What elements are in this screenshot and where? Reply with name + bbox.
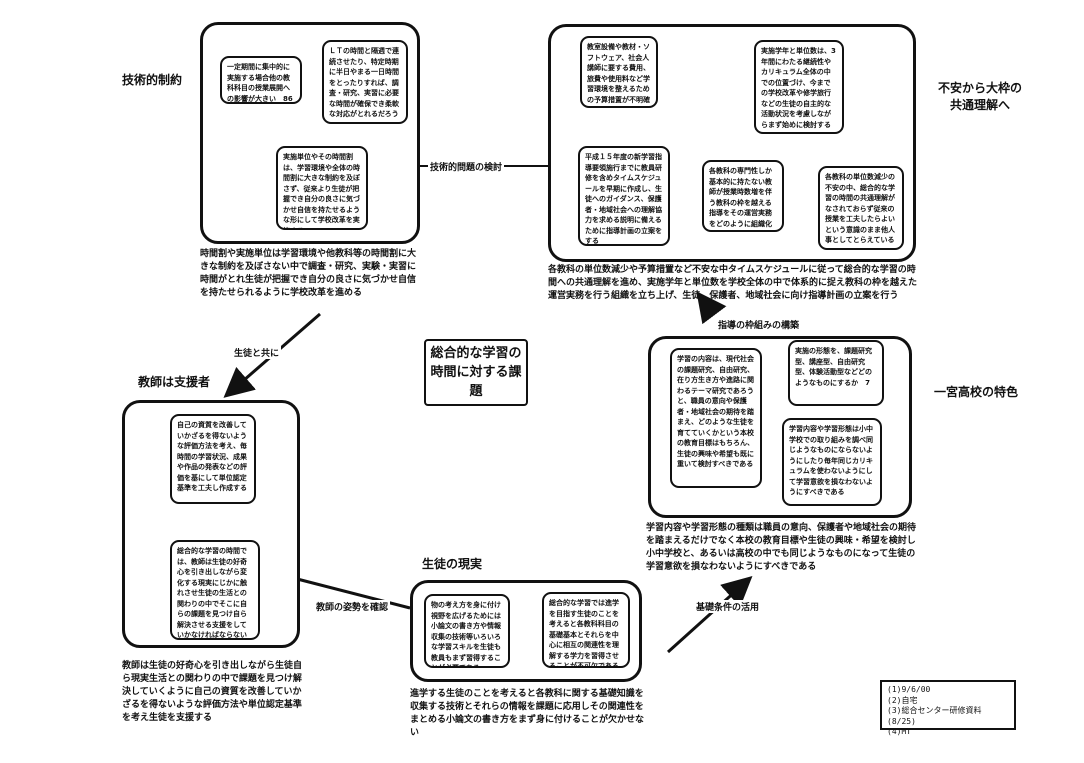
bc-note: 進学する生徒のことを考えると各教科に関する基礎知識を収集する技術とそれらの情報を… bbox=[410, 689, 645, 738]
bc-box-2: 総合的な学習では進学を目指す生徒のことを考えると各教科科目の基礎基本とそれらを中… bbox=[542, 592, 630, 668]
label-shido-kochiku: 指導の枠組みの構築 bbox=[716, 318, 802, 331]
tr-box-4: 各教科の専門性しか基本的に持たない教師が授業時数増を伴う教科の枠を越える指導をそ… bbox=[702, 160, 784, 232]
tl-box-3: 実施単位やその時間割は、学習環境や全体の時間割に大きな制約を及ぼさず、従来より生… bbox=[276, 146, 368, 230]
tr-box-3: 平成１５年度の新学習指導要領施行までに教員研修を含めタイムスケジュールを早期に作… bbox=[578, 146, 670, 246]
heading-shiensha: 教師は支援者 bbox=[137, 375, 210, 389]
ml-box-1: 自己の資質を改善していかざるを得ないような評価方法を考え、毎時間の学習状況、成果… bbox=[170, 414, 256, 504]
label-gijutsu-kento: 技術的問題の検討 bbox=[428, 160, 505, 173]
tl-box-2: ＬＴの時間と隔週で連続させたり、特定時期に半日やまる一日時間をとったりすれば、調… bbox=[322, 40, 408, 124]
heading-gijutsu: 技術的制約 bbox=[121, 73, 182, 87]
tr-box-1: 教室設備や教材・ソフトウェア、社会人講師に要する費用、旅費や使用料など学習環境を… bbox=[580, 36, 658, 108]
mr-note: 学習内容や学習形態の種類は職員の意向、保護者や地域社会の期待を踏まえるだけでなく… bbox=[646, 523, 917, 572]
mr-box-2: 実施の形態を、課題研究型、講座型、自由研究型、体験活動型などどのようなものにする… bbox=[788, 340, 884, 406]
tr-note: 各教科の単位数減少や予算措置など不安な中タイムスケジュールに従って総合的な学習の… bbox=[548, 265, 918, 301]
label-seito-tomoni: 生徒と共に bbox=[232, 346, 282, 359]
bc-box-1: 物の考え方を身に付け視野を広げるためには小論文の書き方や情報収集の技術等いろいろ… bbox=[424, 594, 510, 668]
heading-ichinomiya: 一宮高校の特色 bbox=[933, 385, 1018, 399]
mr-box-3: 学習内容や学習形態は小中学校での取り組みを調べ同じようなものにならないようにした… bbox=[782, 418, 882, 506]
heading-genjitsu: 生徒の現実 bbox=[421, 557, 482, 571]
tr-box-5: 各教科の単位数減少の不安の中、総合的な学習の時間の共通理解がなされておらず従来の… bbox=[818, 166, 904, 250]
heading-fuan: 不安から大枠の 共通理解へ bbox=[937, 81, 1022, 112]
tl-note: 時間割や実施単位は学習環境や他教科等の時間割に大きな制約を及ぼさない中で調査・研… bbox=[200, 249, 417, 298]
label-shisei-kakunin: 教師の姿勢を確認 bbox=[314, 600, 391, 613]
mr-box-1: 学習の内容は、現代社会の課題研究、自由研究、在り方生き方や進路に関わるテーマ研究… bbox=[670, 348, 762, 488]
tl-box-1: 一定期間に集中的に実施する場合他の教科科目の授業展開への影響が大きい 86 bbox=[220, 56, 302, 104]
ml-box-2: 総合的な学習の時間では、教師は生徒の好奇心を引き出しながら変化する現実にじかに触… bbox=[170, 540, 260, 640]
center-title: 総合的な学習の時間に対する課題 bbox=[424, 339, 528, 406]
legend-box: (1)9/6/00 (2)自宅 (3)総合センター研修資料(8/25) (4)M… bbox=[880, 680, 1016, 736]
label-kiso-katsuyo: 基礎条件の活用 bbox=[694, 600, 762, 613]
ml-note: 教師は生徒の好奇心を引き出しながら生徒自ら現実生活との関わりの中で課題を見つけ解… bbox=[122, 661, 303, 723]
tr-box-2: 実施学年と単位数は、3年間にわたる継続性やカリキュラム全体の中での位置づけ、今ま… bbox=[754, 40, 844, 134]
